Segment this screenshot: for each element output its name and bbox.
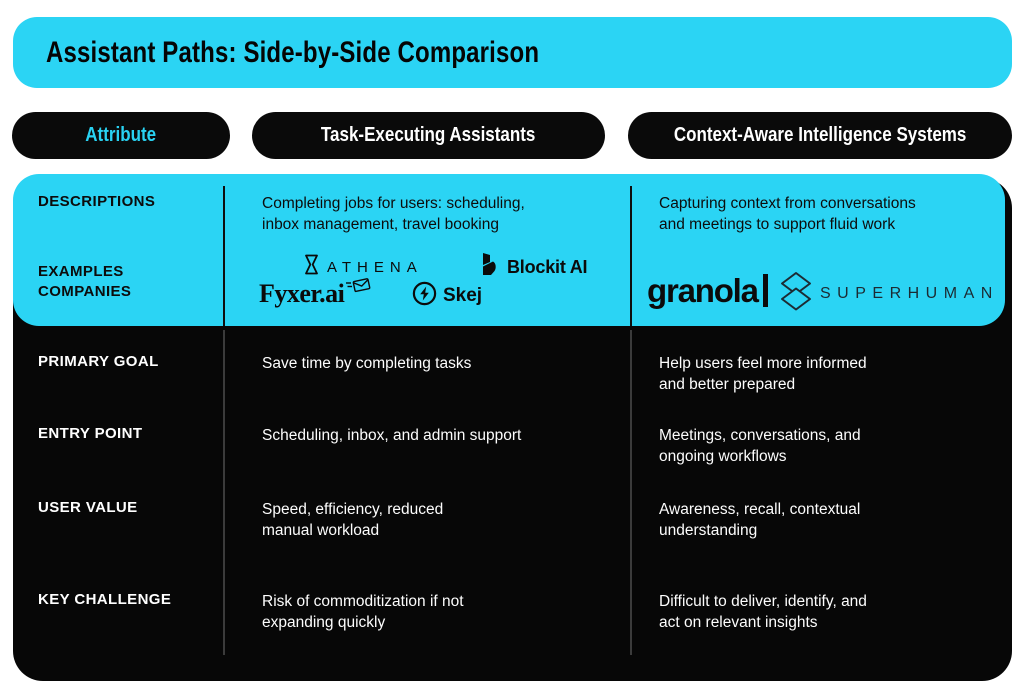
top-section-panel <box>13 174 1005 326</box>
logo-fyxer: Fyxer.ai <box>259 276 372 309</box>
column-divider <box>223 330 225 655</box>
logo-blockit: Blockit AI <box>479 252 588 282</box>
athena-wordmark: ATHENA <box>327 258 423 276</box>
envelope-icon <box>346 276 372 299</box>
page-title: Assistant Paths: Side-by-Side Comparison <box>46 35 540 69</box>
blockit-b-icon <box>479 252 499 282</box>
row-label-descriptions: DESCRIPTIONS <box>38 193 156 210</box>
row-label-key-challenge: KEY CHALLENGE <box>38 591 172 608</box>
column-header-context-aware-label: Context-Aware Intelligence Systems <box>673 124 967 146</box>
row-label-primary-goal: PRIMARY GOAL <box>38 353 159 370</box>
column-header-task-executing-label: Task-Executing Assistants <box>321 124 536 146</box>
cell-key-challenge-context: Difficult to deliver, identify, and act … <box>659 593 867 631</box>
blockit-wordmark: Blockit AI <box>507 256 588 277</box>
logo-granola: granola <box>647 274 768 307</box>
text-cursor-bar <box>762 274 768 307</box>
superhuman-wordmark: SUPERHUMAN <box>820 285 999 302</box>
cell-descriptions-context: Capturing context from conversations and… <box>659 195 916 233</box>
cell-key-challenge-task: Risk of commoditization if not expanding… <box>262 593 464 631</box>
cell-user-value-context: Awareness, recall, contextual understand… <box>659 501 861 539</box>
column-header-task-executing: Task-Executing Assistants <box>252 112 605 159</box>
column-divider <box>630 186 632 326</box>
cell-primary-goal-context: Help users feel more informed and better… <box>659 355 867 393</box>
row-label-user-value: USER VALUE <box>38 499 138 516</box>
cell-entry-point-context: Meetings, conversations, and ongoing wor… <box>659 427 861 465</box>
cell-primary-goal-task: Save time by completing tasks <box>262 355 472 372</box>
hourglass-icon <box>304 254 319 280</box>
logo-skej: Skej <box>412 281 482 311</box>
stacked-diamonds-icon <box>778 271 814 317</box>
fyxer-wordmark: Fyxer.ai <box>259 279 345 308</box>
column-divider <box>223 186 225 326</box>
lightning-circle-icon <box>412 281 437 311</box>
column-header-attribute-label: Attribute <box>85 124 157 146</box>
column-header-context-aware: Context-Aware Intelligence Systems <box>628 112 1012 159</box>
logo-superhuman: SUPERHUMAN <box>778 271 999 317</box>
row-label-entry-point: ENTRY POINT <box>38 425 143 442</box>
cell-descriptions-task: Completing jobs for users: scheduling, i… <box>262 195 525 233</box>
column-header-attribute: Attribute <box>12 112 230 159</box>
logo-athena: ATHENA <box>304 254 423 280</box>
comparison-card: DESCRIPTIONS Completing jobs for users: … <box>13 174 1012 681</box>
column-divider <box>630 330 632 655</box>
skej-wordmark: Skej <box>443 285 483 306</box>
row-label-examples-companies: EXAMPLES COMPANIES <box>38 263 132 300</box>
cell-entry-point-task: Scheduling, inbox, and admin support <box>262 427 522 444</box>
cell-user-value-task: Speed, efficiency, reduced manual worklo… <box>262 501 444 539</box>
title-bar: Assistant Paths: Side-by-Side Comparison <box>13 17 1012 88</box>
granola-wordmark: granola <box>647 272 759 309</box>
